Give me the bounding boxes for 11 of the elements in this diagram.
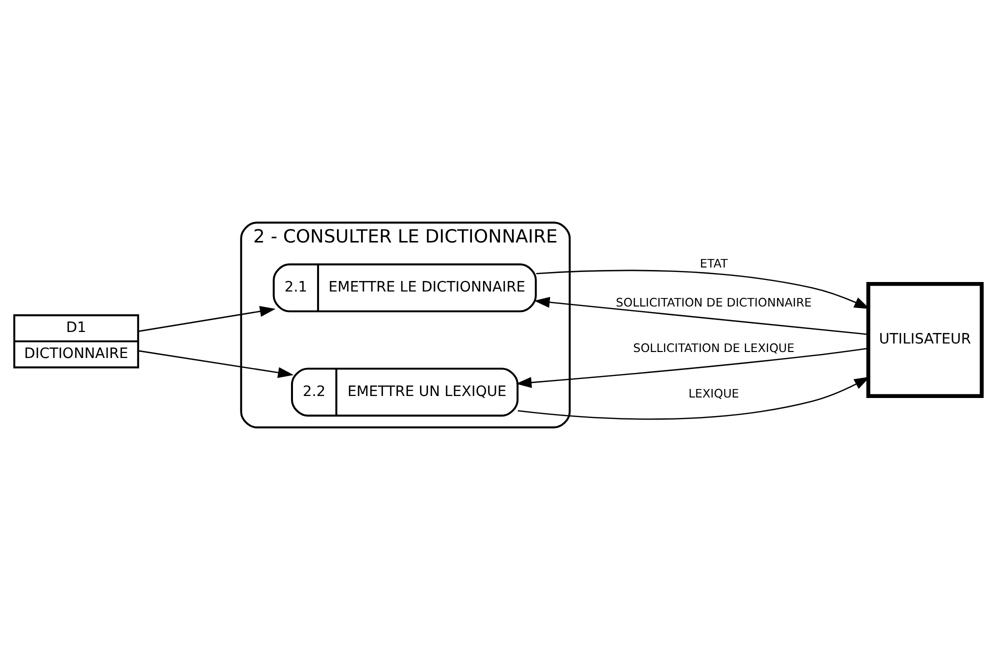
arrow [138,350,294,378]
edge-label: ETAT [699,256,728,270]
arrow [517,376,870,420]
arrow [138,305,276,332]
edge-label: LEXIQUE [688,386,739,400]
node-box: UTILISATEUR [866,281,984,398]
edge-label: SOLLICITATION DE DICTIONNAIRE [615,294,812,309]
arrow [515,347,868,388]
arrow [536,269,870,308]
arrow [534,296,868,335]
edge-label: SOLLICITATION DE LEXIQUE [632,340,794,354]
